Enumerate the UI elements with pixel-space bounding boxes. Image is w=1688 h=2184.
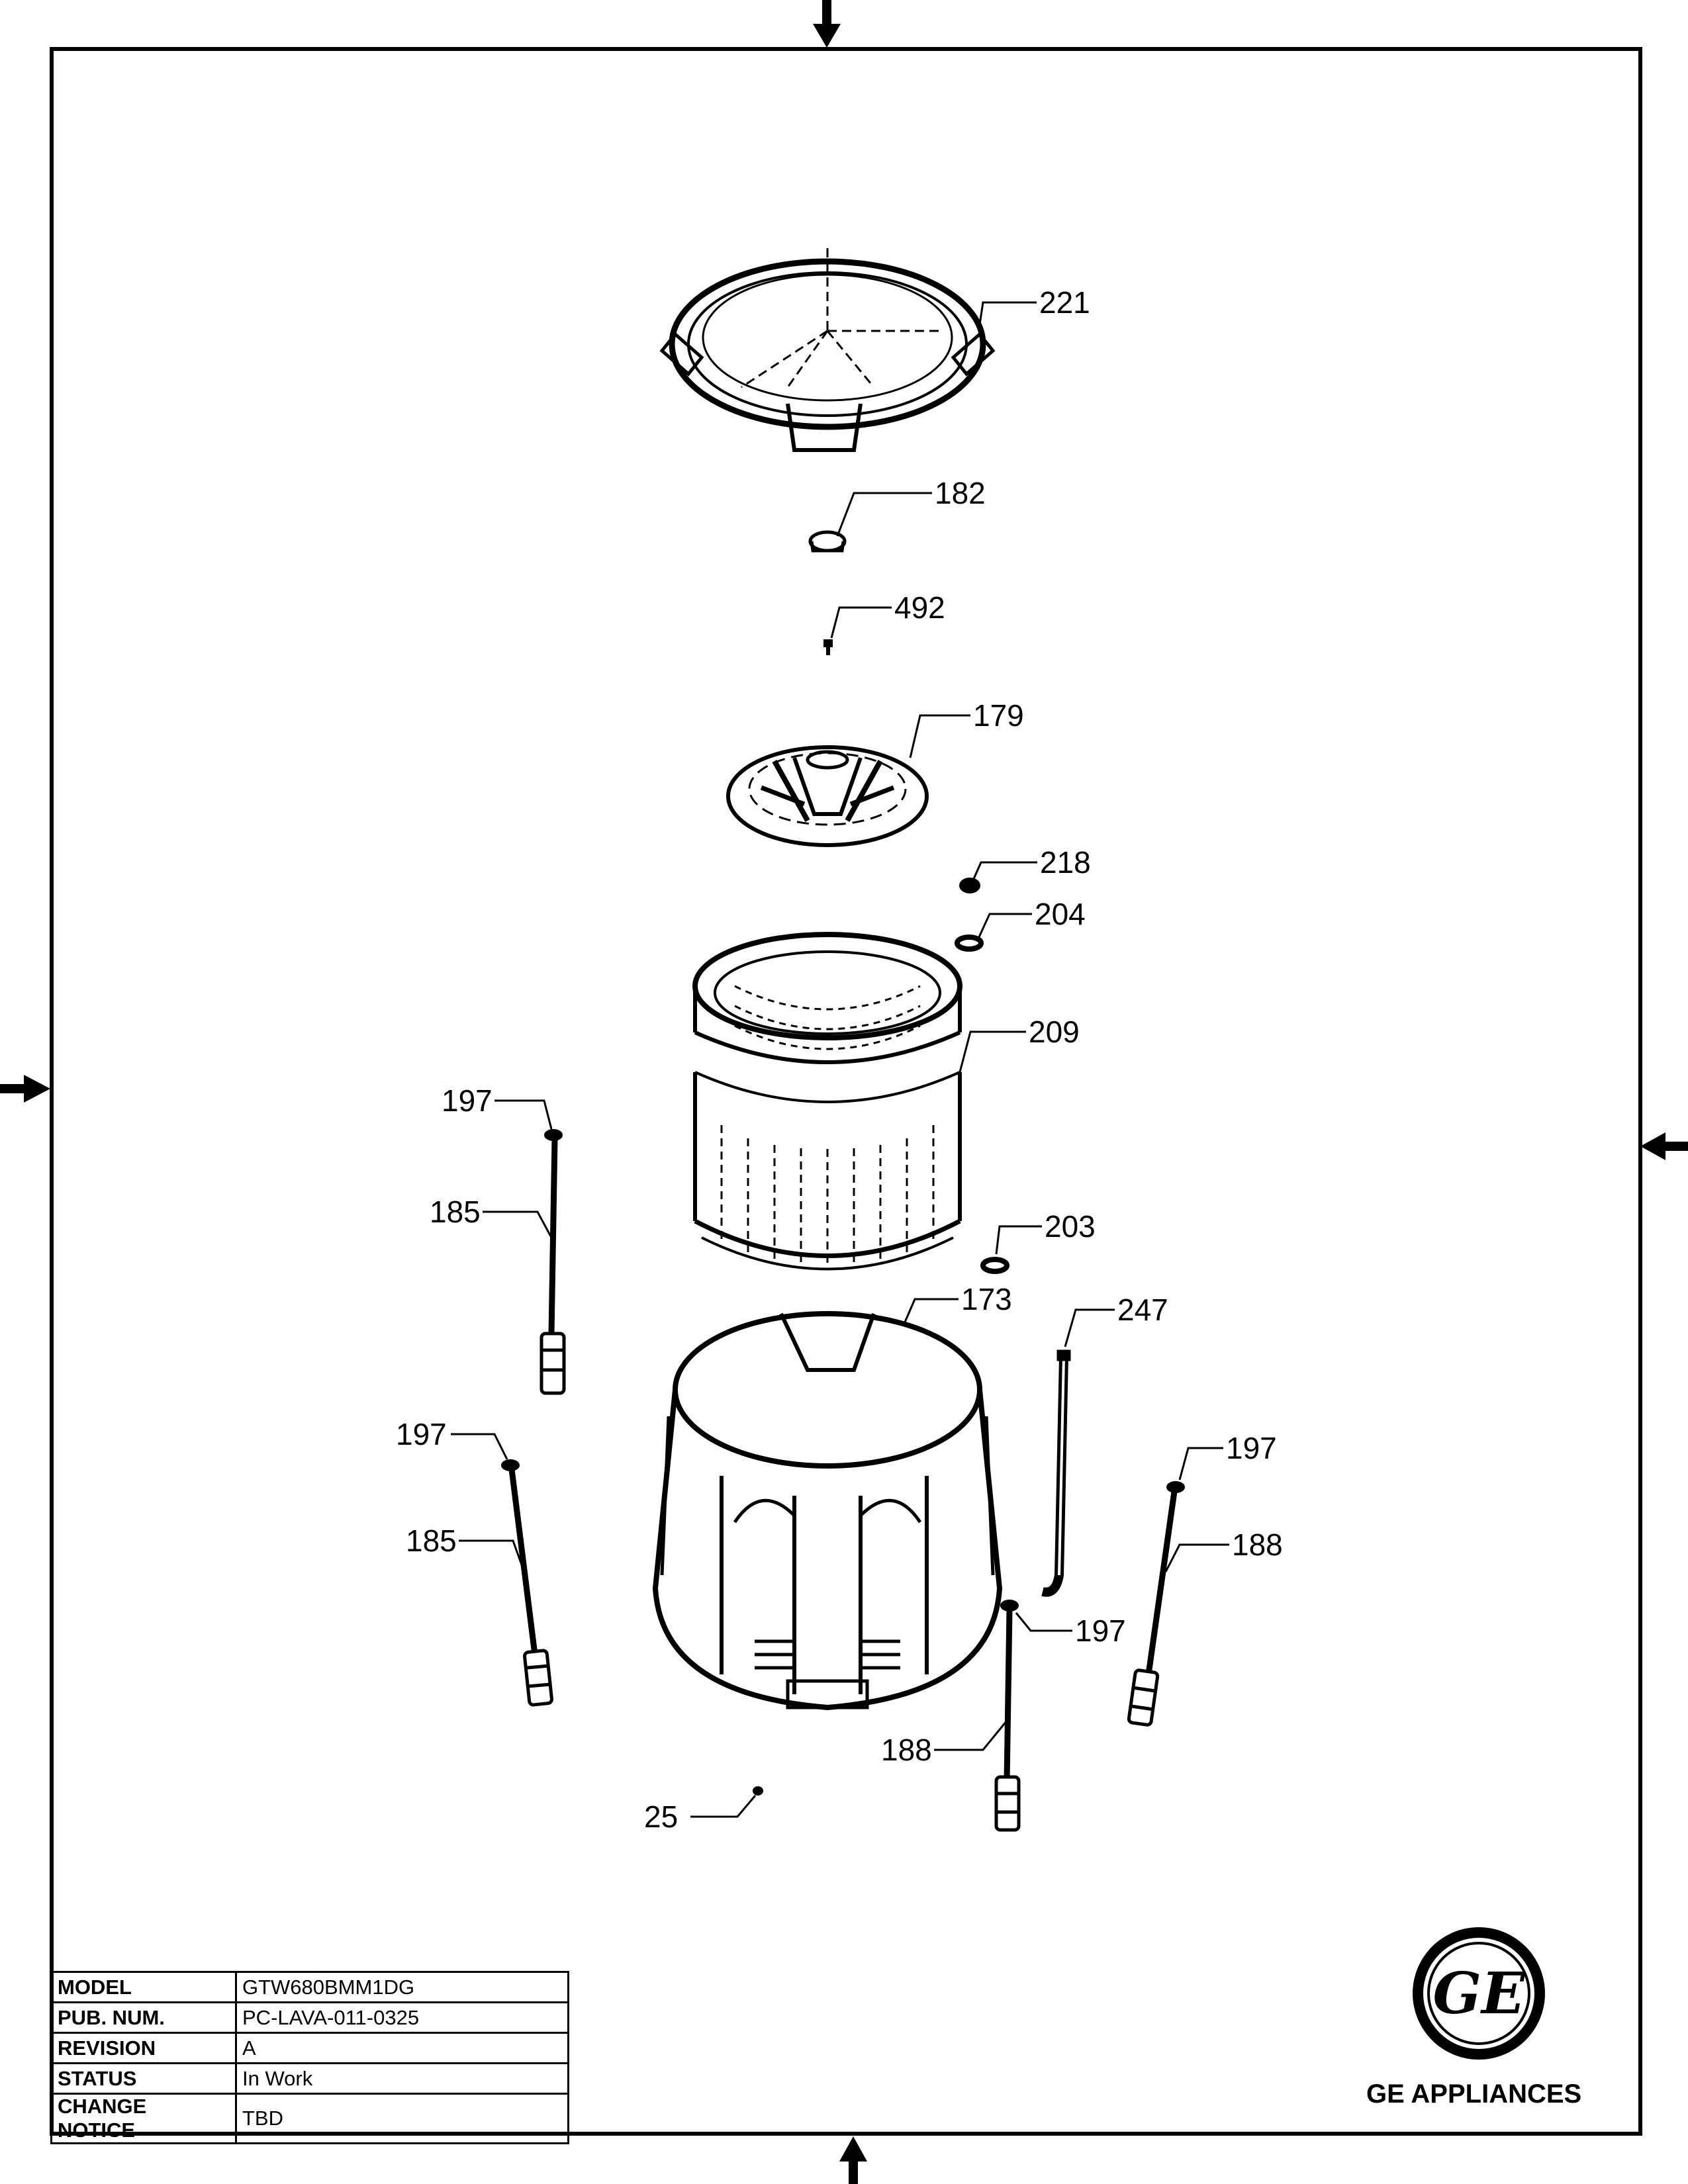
title-value: PC-LAVA-011-0325 [235, 2001, 569, 2034]
callout-188-b: 188 [881, 1733, 932, 1767]
title-value: TBD [235, 2093, 569, 2144]
callout-197-b: 197 [396, 1417, 447, 1451]
washer-part [955, 934, 984, 952]
screw-part [753, 1786, 763, 1796]
callout-197-a: 197 [442, 1083, 492, 1118]
suspension-rod-front [994, 1600, 1021, 1832]
title-value: GTW680BMM1DG [235, 1971, 569, 2003]
bolt-part [823, 639, 833, 655]
callout-labels: 221 182 492 179 218 204 209 197 185 203 … [396, 285, 1283, 1834]
callout-197-d: 197 [1075, 1614, 1126, 1648]
leader-lines [451, 301, 1229, 1818]
callout-203: 203 [1045, 1209, 1096, 1244]
title-value: In Work [235, 2062, 569, 2095]
title-value: A [235, 2032, 569, 2064]
callout-185-b: 185 [406, 1524, 457, 1558]
title-label: CHANGE NOTICE [50, 2093, 237, 2144]
callout-492: 492 [894, 590, 945, 625]
drawing-border [50, 47, 1642, 2136]
suspension-rod-right [1127, 1481, 1185, 1727]
callout-179: 179 [973, 698, 1024, 733]
agitator-cap-part [808, 530, 847, 553]
seal-part [980, 1257, 1009, 1274]
callout-218: 218 [1040, 845, 1091, 880]
callout-25: 25 [644, 1799, 678, 1834]
callout-247: 247 [1117, 1293, 1168, 1327]
callout-197-c: 197 [1226, 1431, 1277, 1465]
title-row: PUB. NUM.PC-LAVA-011-0325 [50, 2001, 569, 2034]
nut-part [959, 878, 980, 893]
impeller-part [726, 745, 929, 847]
ge-logo: GE [1413, 1927, 1545, 2060]
title-label: MODEL [50, 1971, 237, 2003]
callout-182: 182 [935, 476, 986, 510]
callout-221: 221 [1039, 285, 1090, 320]
callout-209: 209 [1029, 1015, 1080, 1049]
brand-name: GE APPLIANCES [1366, 2079, 1582, 2109]
title-label: STATUS [50, 2062, 237, 2095]
ge-monogram: GE [1433, 1960, 1526, 2027]
callout-204: 204 [1035, 897, 1086, 931]
callout-188-a: 188 [1232, 1527, 1283, 1562]
outer-tub-part [652, 1311, 1003, 1711]
wash-basket-part [692, 932, 962, 1271]
hose-part [1041, 1349, 1071, 1597]
suspension-rod-left-upper [539, 1129, 566, 1395]
title-label: PUB. NUM. [50, 2001, 237, 2034]
callout-173: 173 [961, 1282, 1012, 1316]
suspension-rod-left-lower [501, 1459, 553, 1707]
tub-cover-ring-part [659, 248, 996, 452]
callout-185-a: 185 [430, 1195, 481, 1229]
title-label: REVISION [50, 2032, 237, 2064]
